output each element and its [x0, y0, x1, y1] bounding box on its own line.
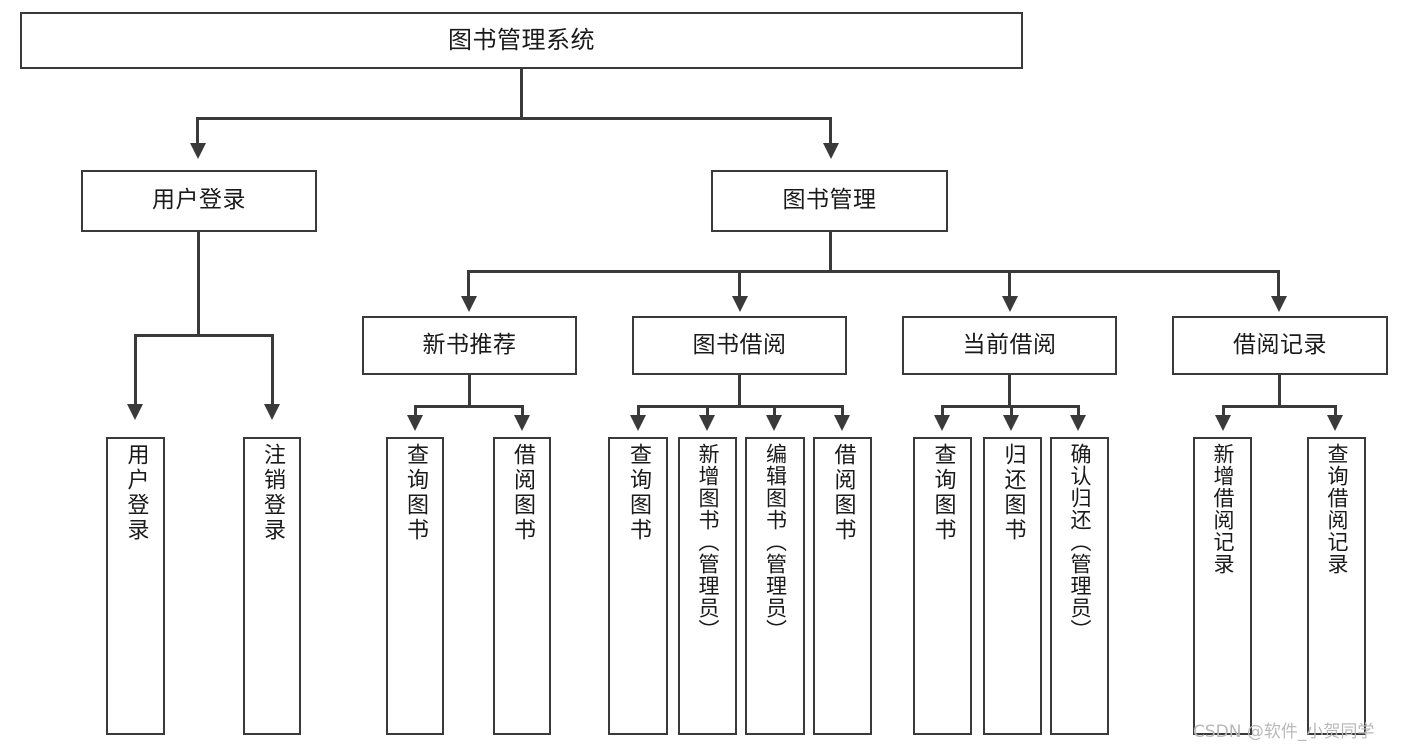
connector-br-bus	[1222, 405, 1337, 408]
node-borrow-record[interactable]: 借阅记录	[1172, 316, 1388, 375]
node-label: 借阅图书	[510, 443, 535, 543]
node-user-login[interactable]: 用户登录	[81, 170, 317, 232]
leaf-query-book-recommend[interactable]: 查询图书	[386, 437, 444, 735]
leaf-add-borrow-record[interactable]: 新增借阅记录	[1193, 437, 1252, 735]
connector-user-login-drop-2	[271, 334, 274, 406]
arrow-to-leaf-edit-book	[766, 415, 782, 431]
node-label: 用户登录	[123, 443, 149, 543]
arrow-to-book-borrow	[732, 296, 748, 312]
arrow-to-borrow-record	[1271, 296, 1287, 312]
connector-nbr-bus	[414, 405, 524, 408]
node-label: 图书借阅	[692, 331, 787, 358]
connector-bb-drop-2	[706, 405, 709, 417]
connector-bb-stem	[738, 375, 741, 407]
node-label: 确认归还（管理员）	[1068, 443, 1092, 641]
leaf-confirm-return-admin[interactable]: 确认归还（管理员）	[1050, 437, 1109, 735]
connector-nbr-drop-2	[521, 405, 524, 417]
node-label: 查询图书	[930, 443, 956, 543]
leaf-query-borrow-record[interactable]: 查询借阅记录	[1307, 437, 1366, 735]
node-label: 当前借阅	[962, 331, 1057, 358]
node-new-book-recommend[interactable]: 新书推荐	[362, 316, 577, 375]
node-label: 归还图书	[1000, 443, 1026, 543]
connector-nbr-drop-1	[414, 405, 417, 417]
node-label: 借阅记录	[1233, 331, 1327, 358]
leaf-return-book[interactable]: 归还图书	[983, 437, 1042, 735]
connector-bm-drop-4	[1277, 270, 1280, 298]
arrow-to-leaf-query-borrow-record	[1327, 415, 1343, 431]
arrow-to-leaf-query-book-3	[934, 415, 950, 431]
connector-user-login-drop-1	[134, 334, 137, 406]
connector-cb-stem	[1008, 375, 1011, 407]
arrow-to-current-borrow	[1002, 296, 1018, 312]
connector-bb-drop-4	[841, 405, 844, 417]
connector-cb-drop-2	[1010, 405, 1013, 417]
connector-br-drop-1	[1222, 405, 1225, 417]
arrow-to-leaf-add-borrow-record	[1215, 415, 1231, 431]
arrow-to-leaf-logout	[264, 404, 280, 420]
node-book-borrow[interactable]: 图书借阅	[632, 316, 847, 375]
connector-bm-drop-1	[467, 270, 470, 298]
leaf-logout[interactable]: 注销登录	[243, 437, 301, 735]
connector-root-drop-right	[829, 117, 832, 145]
leaf-user-login[interactable]: 用户登录	[106, 437, 165, 735]
leaf-edit-book-admin[interactable]: 编辑图书（管理员）	[745, 437, 805, 735]
connector-bb-bus	[637, 405, 844, 408]
leaf-query-book-current[interactable]: 查询图书	[913, 437, 972, 735]
arrow-to-leaf-return-book	[1003, 415, 1019, 431]
arrow-to-leaf-confirm-return	[1070, 415, 1086, 431]
arrow-to-leaf-query-book-1	[407, 415, 423, 431]
connector-root-stem	[520, 69, 523, 119]
node-label: 注销登录	[260, 443, 285, 543]
node-label: 新增借阅记录	[1211, 443, 1235, 575]
connector-br-stem	[1278, 375, 1281, 407]
connector-cb-drop-1	[941, 405, 944, 417]
node-label: 查询图书	[403, 443, 428, 543]
node-label: 查询借阅记录	[1325, 443, 1349, 575]
node-label: 新书推荐	[422, 331, 517, 358]
arrow-to-leaf-query-book-2	[630, 415, 646, 431]
arrow-to-new-book-recommend	[461, 296, 477, 312]
connector-bm-drop-2	[738, 270, 741, 298]
connector-root-bus	[196, 117, 832, 120]
node-label: 编辑图书（管理员）	[763, 443, 788, 641]
arrow-to-leaf-add-book	[699, 415, 715, 431]
connector-user-login-stem	[197, 232, 200, 336]
connector-book-management-stem	[829, 232, 832, 272]
arrow-to-user-login	[190, 143, 206, 159]
connector-cb-drop-3	[1077, 405, 1080, 417]
node-book-management-system[interactable]: 图书管理系统	[20, 12, 1023, 69]
leaf-add-book-admin[interactable]: 新增图书（管理员）	[678, 437, 737, 735]
connector-bm-drop-3	[1008, 270, 1011, 298]
node-label: 用户登录	[152, 187, 246, 214]
connector-br-drop-2	[1334, 405, 1337, 417]
leaf-query-book-borrow[interactable]: 查询图书	[608, 437, 668, 735]
arrow-to-leaf-borrow-book-1	[514, 415, 530, 431]
connector-nbr-stem	[468, 375, 471, 407]
node-label: 借阅图书	[830, 443, 856, 543]
leaf-borrow-book[interactable]: 借阅图书	[813, 437, 872, 735]
node-label: 图书管理系统	[448, 26, 595, 55]
node-book-management[interactable]: 图书管理	[711, 170, 948, 232]
leaf-borrow-book-recommend[interactable]: 借阅图书	[493, 437, 551, 735]
node-label: 新增图书（管理员）	[696, 443, 720, 641]
node-current-borrow[interactable]: 当前借阅	[902, 316, 1117, 375]
arrow-to-leaf-user-login	[127, 404, 143, 420]
arrow-to-book-management	[823, 143, 839, 159]
connector-book-management-bus	[467, 270, 1279, 273]
connector-bb-drop-3	[773, 405, 776, 417]
node-label: 图书管理	[782, 187, 877, 214]
node-label: 查询图书	[626, 443, 651, 543]
connector-root-drop-left	[196, 117, 199, 145]
connector-user-login-bus	[134, 334, 274, 337]
arrow-to-leaf-borrow-book-2	[834, 415, 850, 431]
connector-bb-drop-1	[637, 405, 640, 417]
